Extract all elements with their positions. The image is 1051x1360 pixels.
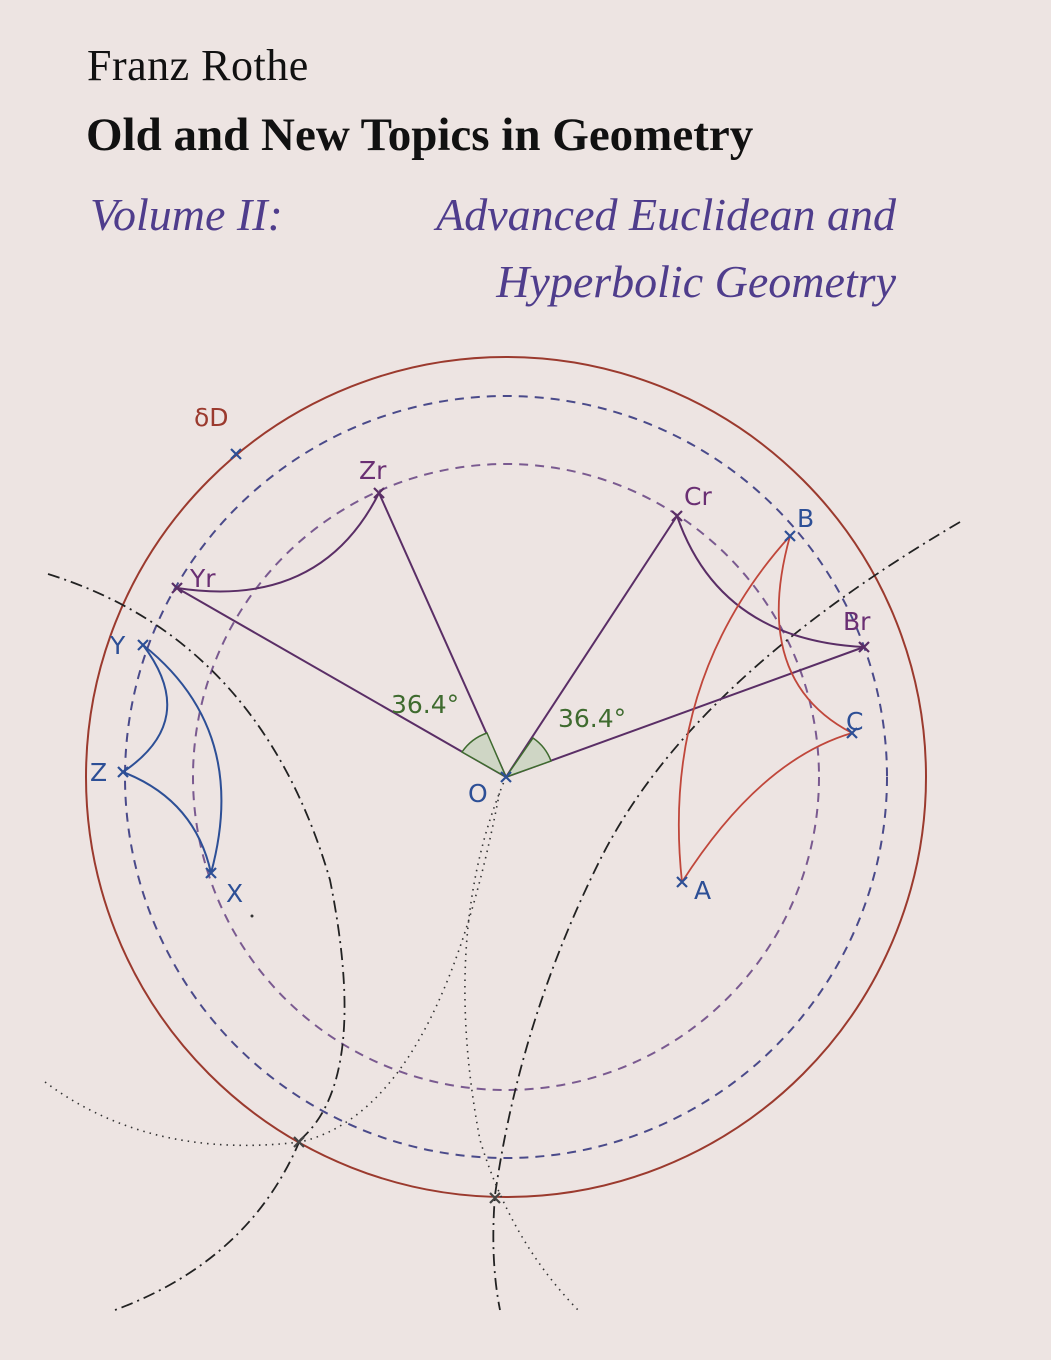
angle-sector-left	[460, 732, 508, 779]
arc-Y-Z	[122, 644, 169, 773]
angle-sector-right	[504, 736, 552, 779]
angle-label-right: 36.4°	[558, 704, 626, 733]
marker-C	[846, 727, 858, 739]
purple-dashed-circle	[192, 463, 820, 1091]
arc-Yr-Zr	[176, 492, 380, 593]
label-B: B	[797, 504, 814, 533]
label-X: X	[226, 879, 243, 908]
ray-O-Zr	[378, 492, 507, 778]
marker-Br	[858, 641, 870, 653]
angle-label-left: 36.4°	[391, 690, 459, 719]
label-Cr: Cr	[684, 482, 712, 511]
arc-B-C	[777, 535, 853, 734]
marker-Yr	[171, 582, 183, 594]
arc-A-B	[677, 535, 791, 883]
ray-O-Br	[505, 646, 865, 778]
label-Y: Y	[109, 631, 126, 660]
label-O: O	[468, 779, 488, 808]
marker-intersection-2	[489, 1192, 501, 1204]
marker-B	[784, 530, 796, 542]
marker-intersection-1	[293, 1136, 305, 1148]
label-Z: Z	[90, 758, 107, 787]
arc-A-C	[681, 732, 853, 883]
label-Yr: Yr	[189, 564, 216, 593]
boundary-circle	[85, 356, 927, 1198]
subtitle-line-2: Hyperbolic Geometry	[496, 256, 896, 307]
ray-O-Yr	[176, 587, 507, 778]
volume-label: Volume II:	[90, 189, 283, 240]
marker-O	[500, 771, 512, 783]
marker-boundary-point	[230, 448, 242, 460]
blue-dashed-circle	[124, 395, 888, 1159]
label-boundary: δD	[194, 403, 229, 432]
marker-X	[205, 867, 217, 879]
marker-Cr	[671, 510, 683, 522]
dashdot-arc-left	[47, 573, 346, 1141]
ray-O-Cr	[505, 515, 678, 778]
dashdot-line-right	[492, 521, 961, 1311]
book-title: Old and New Topics in Geometry	[86, 109, 754, 161]
author-name: Franz Rothe	[87, 41, 309, 90]
arc-Y-X	[142, 644, 223, 874]
marker-Zr	[373, 487, 385, 499]
dotted-arc-1	[44, 789, 501, 1147]
label-A: A	[694, 876, 711, 905]
dot-near-X	[250, 914, 254, 918]
arc-Z-X	[122, 771, 212, 874]
dotted-arc-2	[464, 776, 579, 1311]
label-Zr: Zr	[359, 456, 387, 485]
subtitle-line-1: Advanced Euclidean and	[436, 189, 896, 240]
marker-Z	[117, 766, 129, 778]
arc-Cr-Br	[676, 515, 865, 648]
marker-A	[676, 876, 688, 888]
label-Br: Br	[843, 607, 871, 636]
label-C: C	[846, 707, 863, 736]
dashdot-arc-left-lower	[114, 1139, 301, 1311]
marker-Y	[137, 639, 149, 651]
